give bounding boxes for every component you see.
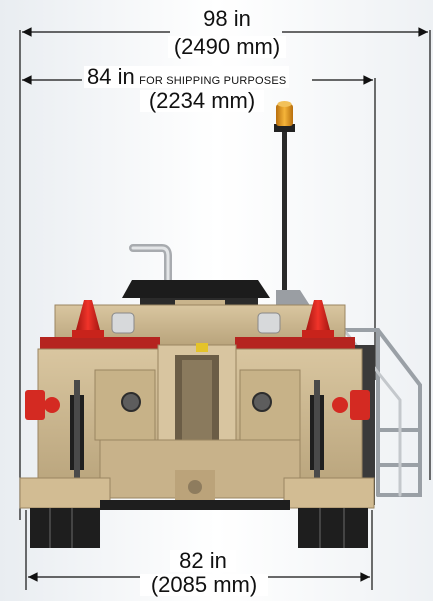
track-width-metric: (2085 mm): [140, 574, 268, 596]
overall-width-metric: (2490 mm): [168, 36, 286, 58]
shipping-width-note: FOR SHIPPING PURPOSES: [139, 75, 287, 87]
track-right: [283, 477, 375, 548]
shipping-width-label: 84 in FOR SHIPPING PURPOSES: [84, 64, 290, 89]
traffic-cone-left: [72, 300, 104, 338]
shipping-width-metric: (2234 mm): [140, 90, 264, 112]
dimension-lines: [19, 27, 431, 590]
overall-width-imperial: 98 in: [203, 6, 251, 31]
machine-body: [37, 304, 363, 500]
tow-hooks: [25, 390, 370, 420]
track-width-imperial: 82 in: [170, 550, 236, 572]
track-center-bar: [100, 500, 290, 510]
beacon-light: [274, 101, 295, 300]
traffic-cone-right: [302, 300, 334, 338]
track-left: [19, 477, 111, 548]
exhaust-pipe: [129, 244, 172, 304]
shipping-width-imperial: 84 in: [87, 64, 135, 89]
